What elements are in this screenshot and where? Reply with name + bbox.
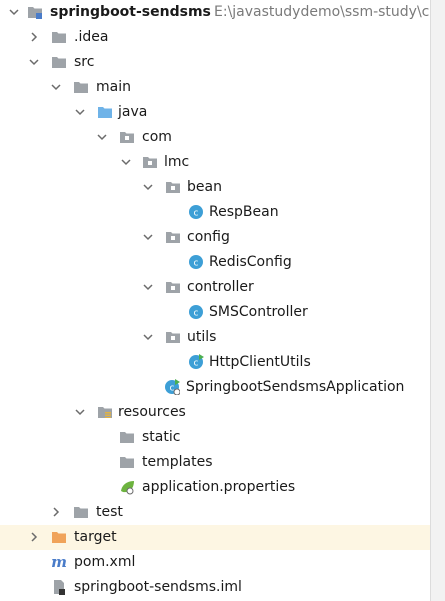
tree-row-springbootsendsmsapplication[interactable]: c SpringbootSendsmsApplication	[0, 375, 430, 400]
tree-row-src[interactable]: src	[0, 50, 430, 75]
tree-item-label: RedisConfig	[209, 254, 292, 270]
package-icon	[166, 282, 180, 293]
folder-icon	[52, 57, 66, 68]
package-icon	[166, 232, 180, 243]
chevron-down-icon[interactable]	[8, 6, 20, 18]
svg-text:c: c	[194, 359, 199, 369]
source-root-folder-icon	[98, 107, 112, 118]
tree-item-label: springboot-sendsms	[50, 4, 211, 20]
tree-item-label: config	[187, 229, 230, 245]
java-class-runnable-icon: c	[189, 354, 204, 369]
chevron-down-icon[interactable]	[142, 231, 154, 243]
tree-row-test[interactable]: test	[0, 500, 430, 525]
folder-icon	[52, 32, 66, 43]
chevron-down-icon[interactable]	[96, 131, 108, 143]
tree-item-label: utils	[187, 329, 217, 345]
chevron-right-icon[interactable]	[50, 506, 62, 518]
tree-item-label: pom.xml	[74, 554, 136, 570]
package-icon	[166, 182, 180, 193]
project-tree: springboot-sendsms E:\javastudydemo\ssm-…	[0, 0, 430, 600]
tree-row-templates[interactable]: templates	[0, 450, 430, 475]
java-class-icon: c	[189, 255, 203, 269]
tree-item-label: target	[74, 529, 117, 545]
chevron-right-icon[interactable]	[28, 31, 40, 43]
tree-item-label: controller	[187, 279, 254, 295]
tree-item-label: main	[96, 79, 131, 95]
chevron-down-icon[interactable]	[120, 156, 132, 168]
chevron-down-icon[interactable]	[50, 81, 62, 93]
tree-row-redisconfig[interactable]: c RedisConfig	[0, 250, 430, 275]
tree-row-com[interactable]: com	[0, 125, 430, 150]
folder-icon	[120, 457, 134, 468]
tree-item-label: SMSController	[209, 304, 308, 320]
svg-text:c: c	[194, 259, 199, 269]
editor-gutter	[430, 0, 445, 601]
tree-item-label: lmc	[164, 154, 190, 170]
chevron-down-icon[interactable]	[142, 281, 154, 293]
tree-row-target[interactable]: target	[0, 525, 430, 550]
tree-row-main[interactable]: main	[0, 75, 430, 100]
excluded-folder-icon	[52, 532, 66, 543]
svg-text:m: m	[51, 554, 67, 570]
tree-item-label: src	[74, 54, 95, 70]
folder-icon	[74, 507, 88, 518]
tree-row-utils[interactable]: utils	[0, 325, 430, 350]
tree-row-resources[interactable]: resources	[0, 400, 430, 425]
tree-item-label: application.properties	[142, 479, 296, 495]
tree-row-application-properties[interactable]: application.properties	[0, 475, 430, 500]
tree-row-bean[interactable]: bean	[0, 175, 430, 200]
chevron-down-icon[interactable]	[142, 181, 154, 193]
tree-item-label: springboot-sendsms.iml	[74, 579, 242, 595]
tree-item-label: RespBean	[209, 204, 279, 220]
chevron-down-icon[interactable]	[142, 331, 154, 343]
svg-text:c: c	[194, 309, 199, 319]
tree-item-label: resources	[118, 404, 186, 420]
spring-properties-icon	[121, 481, 134, 495]
tree-row-httpclientutils[interactable]: c HttpClientUtils	[0, 350, 430, 375]
tree-row-static[interactable]: static	[0, 425, 430, 450]
chevron-right-icon[interactable]	[28, 531, 40, 543]
chevron-down-icon[interactable]	[74, 406, 86, 418]
tree-item-label: .idea	[74, 29, 109, 45]
tree-row-config[interactable]: config	[0, 225, 430, 250]
chevron-down-icon[interactable]	[28, 56, 40, 68]
module-folder-icon	[28, 7, 42, 19]
maven-icon: m	[51, 554, 67, 570]
tree-item-label: static	[142, 429, 181, 445]
folder-icon	[120, 432, 134, 443]
tree-item-label: java	[118, 104, 148, 120]
tree-item-label: bean	[187, 179, 222, 195]
tree-row-lmc[interactable]: lmc	[0, 150, 430, 175]
tree-item-label: templates	[142, 454, 213, 470]
spring-boot-app-icon: c	[165, 379, 180, 395]
svg-text:c: c	[170, 384, 175, 394]
svg-text:c: c	[194, 209, 199, 219]
project-path-label: E:\javastudydemo\ssm-study\c	[214, 4, 430, 20]
tree-row-pom-xml[interactable]: m pom.xml	[0, 550, 430, 575]
package-icon	[166, 332, 180, 343]
tree-item-label: HttpClientUtils	[209, 354, 311, 370]
tree-item-label: com	[142, 129, 172, 145]
tree-row-java[interactable]: java	[0, 100, 430, 125]
folder-icon	[74, 82, 88, 93]
tree-row-controller[interactable]: controller	[0, 275, 430, 300]
tree-item-label: test	[96, 504, 123, 520]
resources-folder-icon	[98, 407, 112, 418]
tree-row-springboot-sendsms[interactable]: springboot-sendsms E:\javastudydemo\ssm-…	[0, 0, 430, 25]
iml-file-icon	[54, 580, 65, 595]
tree-item-label: SpringbootSendsmsApplication	[186, 379, 405, 395]
tree-row-respbean[interactable]: c RespBean	[0, 200, 430, 225]
tree-row-springboot-sendsms-iml[interactable]: springboot-sendsms.iml	[0, 575, 430, 600]
java-class-icon: c	[189, 205, 203, 219]
chevron-down-icon[interactable]	[74, 106, 86, 118]
package-icon	[120, 132, 134, 143]
tree-row-idea[interactable]: .idea	[0, 25, 430, 50]
java-class-icon: c	[189, 305, 203, 319]
package-icon	[143, 157, 157, 168]
tree-row-smscontroller[interactable]: c SMSController	[0, 300, 430, 325]
